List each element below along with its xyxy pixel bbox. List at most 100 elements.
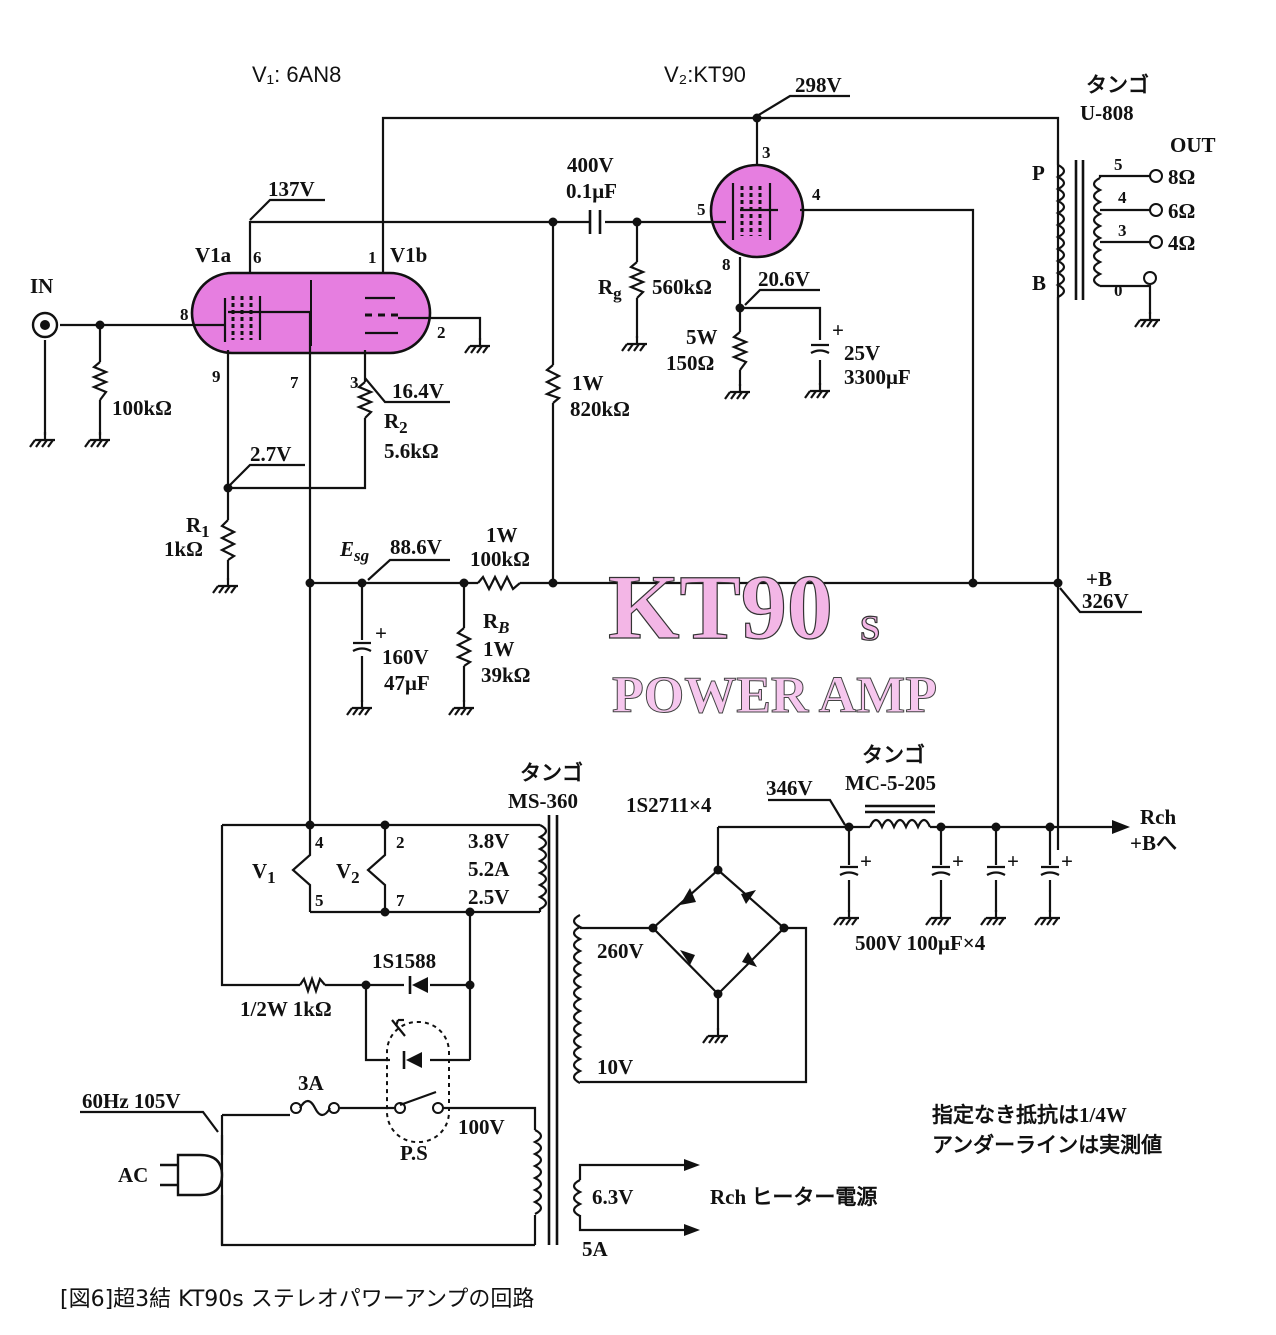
cap3-plus: + — [1007, 849, 1019, 873]
pt-maker: タンゴ — [520, 761, 583, 785]
pin-1: 1 — [368, 248, 377, 267]
voltage-326v: 326V — [1082, 589, 1129, 613]
input-label: IN — [30, 274, 53, 298]
ck-value: 3300μF — [844, 365, 911, 389]
heater-3-8v: 3.8V — [468, 829, 509, 853]
fuse-icon — [290, 1099, 340, 1117]
csg-value: 47μF — [384, 671, 430, 695]
diode-1s1588 — [408, 976, 428, 994]
rg-label: Rg — [598, 275, 622, 303]
ck-voltage: 25V — [844, 341, 880, 365]
cap2-plus: + — [952, 849, 964, 873]
voltage-2-7v: 2.7V — [250, 442, 291, 466]
title-sub: S — [860, 608, 880, 648]
v1a-label: V1a — [195, 243, 232, 267]
diode-1s1588-label: 1S1588 — [372, 949, 436, 973]
voltage-298v: 298V — [795, 73, 842, 97]
ot-tap-4: 4 — [1118, 188, 1127, 207]
r-820k-value: 820kΩ — [570, 397, 630, 421]
ground-symbols — [28, 310, 1162, 1045]
ot-model: U-808 — [1080, 101, 1134, 125]
secondary-260v: 260V — [597, 939, 644, 963]
ot-primary-p: P — [1032, 161, 1045, 185]
v2-kt90-tube — [709, 163, 805, 259]
ot-tap-3: 3 — [1118, 221, 1127, 240]
rch-label: Rch — [1140, 805, 1176, 829]
pin-9: 9 — [212, 367, 221, 386]
rch-heater-label: Rch ヒーター電源 — [710, 1185, 877, 1209]
pin-7: 7 — [290, 373, 299, 392]
choke-maker: タンゴ — [862, 743, 925, 767]
ck-plus: + — [832, 318, 844, 342]
ot-maker: タンゴ — [1086, 73, 1149, 97]
cap4-plus: + — [1061, 849, 1073, 873]
choke-coil — [868, 818, 932, 830]
pin-2: 2 — [437, 323, 446, 342]
rg-value: 560kΩ — [652, 275, 712, 299]
mains-label: 60Hz 105V — [82, 1089, 181, 1113]
ot-tap-5: 5 — [1114, 155, 1123, 174]
rb-value: 39kΩ — [481, 663, 531, 687]
r2-label: R2 — [384, 409, 408, 437]
secondary-10v: 10V — [597, 1055, 633, 1079]
r-half-watt-label: 1/2W 1kΩ — [240, 997, 332, 1021]
pilot-led — [386, 1018, 450, 1143]
cap1-plus: + — [860, 849, 872, 873]
r-100k-wattage: 1W — [486, 523, 518, 547]
note-line-2: アンダーラインは実測値 — [932, 1133, 1162, 1157]
heater-pin-4: 4 — [315, 833, 324, 852]
heater-v2-label: V2 — [336, 859, 360, 887]
title-main: KT90 — [608, 556, 833, 658]
labels: V₁: 6AN8 V₂:KT90 V1a V1b 6 1 8 2 9 7 3 3… — [30, 62, 1216, 1261]
secondary-6-3v: 6.3V — [592, 1185, 633, 1209]
figure-caption: [図6]超3結 KT90s ステレオパワーアンプの回路 — [60, 1287, 534, 1312]
rk-value: 150Ω — [666, 351, 714, 375]
heater-2-5v: 2.5V — [468, 885, 509, 909]
heater-pin-7: 7 — [396, 891, 405, 910]
ot-4-ohm: 4Ω — [1168, 231, 1195, 255]
note-line-1: 指定なき抵抗は1/4W — [932, 1103, 1127, 1127]
pin-6: 6 — [253, 248, 262, 267]
kt90s-power-amp-title: KT90 S POWER AMP — [607, 555, 937, 724]
r-in-value: 100kΩ — [112, 396, 172, 420]
pin-8: 8 — [180, 305, 189, 324]
junctions — [95, 113, 1063, 999]
v1b-label: V1b — [390, 243, 427, 267]
heater-filaments — [291, 842, 387, 895]
kt90-pin-4: 4 — [812, 185, 821, 204]
ac-plug-icon — [160, 1115, 224, 1245]
esg-label: Esg — [339, 537, 370, 565]
rb-wattage: 1W — [483, 637, 515, 661]
r-100k-value: 100kΩ — [470, 547, 530, 571]
bridge-diodes — [680, 888, 757, 967]
heater-5-2a: 5.2A — [468, 857, 510, 881]
voltage-leaders — [80, 94, 1142, 1133]
rch-b-label: +Bへ — [1130, 831, 1177, 855]
r2-value: 5.6kΩ — [384, 439, 439, 463]
voltage-16-4v: 16.4V — [392, 379, 444, 403]
secondary-5a: 5A — [582, 1237, 609, 1261]
rk-wattage: 5W — [686, 325, 718, 349]
power-switch-label: P.S — [400, 1141, 428, 1165]
csg-plus: + — [375, 621, 387, 645]
ot-primary-b: B — [1032, 271, 1046, 295]
resistors — [91, 261, 749, 995]
voltage-137v: 137V — [268, 177, 315, 201]
ot-6-ohm: 6Ω — [1168, 199, 1195, 223]
voltage-88-6v: 88.6V — [390, 535, 442, 559]
rectifier-label: 1S2711×4 — [626, 793, 712, 817]
ot-tap-0: 0 — [1114, 281, 1123, 300]
coupling-cap-voltage: 400V — [567, 153, 614, 177]
heater-pin-5: 5 — [315, 891, 324, 910]
primary-100v: 100V — [458, 1115, 505, 1139]
output-transformer — [1055, 150, 1163, 320]
r1-value: 1kΩ — [164, 537, 203, 561]
v2-tube-label: V₂:KT90 — [664, 62, 746, 87]
heater-pin-2: 2 — [396, 833, 405, 852]
power-transformer — [532, 824, 583, 1217]
kt90-pin-5: 5 — [697, 200, 706, 219]
choke-model: MC-5-205 — [845, 771, 936, 795]
kt90-pin-3: 3 — [762, 143, 771, 162]
pt-model: MS-360 — [508, 789, 578, 813]
